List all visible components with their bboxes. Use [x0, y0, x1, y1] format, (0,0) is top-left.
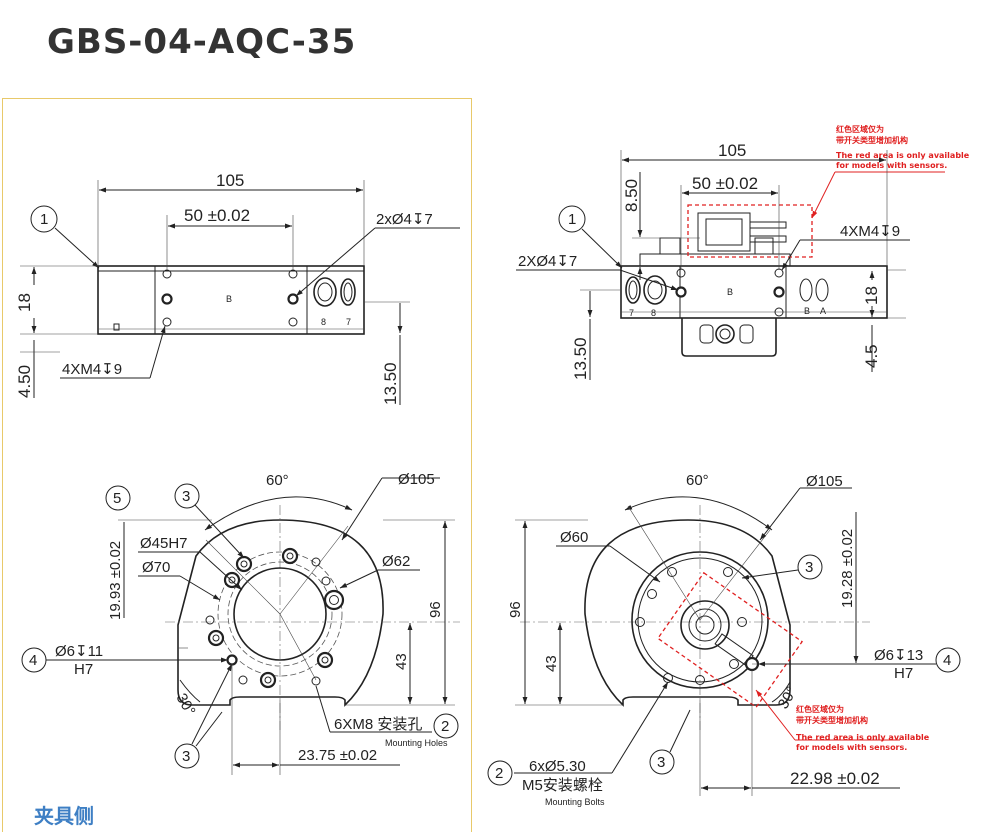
mounting-bolts-label: 6xØ5.30: [529, 758, 586, 775]
dim-angle-bottom: 30°: [173, 691, 199, 719]
pin-fit-label: H7: [74, 661, 93, 678]
pin-holes-label: 2XØ4↧7: [518, 253, 577, 270]
dim-dia-70: Ø70: [142, 559, 170, 576]
callout-2: 2: [495, 765, 503, 782]
callout-3: 3: [182, 488, 190, 505]
dim-dia-62: Ø62: [382, 553, 410, 570]
sensor-note-cn: 带开关类型增加机构: [796, 715, 868, 725]
port-label: B: [804, 306, 810, 316]
dim-offset-left: 13.50: [571, 337, 590, 380]
face-letter: B: [727, 287, 733, 297]
sensor-area-box: [657, 571, 803, 709]
mounting-holes-en: Mounting Holes: [385, 738, 448, 748]
face-letter: B: [226, 294, 232, 304]
callout-4: 4: [943, 652, 951, 669]
mounting-holes-label: 6XM8 安装孔: [334, 716, 422, 733]
side-view-fixture: B 8 7 105 50 ±0.02 2xØ4↧7 1 18 4.50: [15, 171, 460, 405]
dim-offset-right: 13.50: [381, 362, 400, 405]
mounting-bolts-en: Mounting Bolts: [545, 797, 605, 807]
callout-5: 5: [113, 490, 121, 507]
sensor-note-cn: 红色区域仅为: [796, 704, 844, 714]
port-label: 8: [651, 308, 656, 318]
sensor-note-en: for models with sensors.: [836, 161, 947, 170]
dim-2375: 23.75 ±0.02: [298, 747, 377, 764]
dim-width: 105: [216, 171, 244, 190]
callout-3: 3: [657, 754, 665, 771]
port-label: A: [820, 306, 826, 316]
sensor-note-en: The red area is only available: [836, 151, 970, 160]
dim-pitch: 50 ±0.02: [184, 206, 250, 225]
mounting-bolts-cn: M5安装螺栓: [522, 777, 603, 794]
callout-1: 1: [40, 211, 48, 228]
dim-43: 43: [543, 655, 560, 672]
dim-height-top: 8.50: [622, 179, 641, 212]
dim-width: 105: [718, 141, 746, 160]
dim-dia-105: Ø105: [806, 473, 843, 490]
dim-2298: 22.98 ±0.02: [790, 769, 880, 788]
fixture-side-panel: [2, 98, 472, 832]
sensor-note-cn: 带开关类型增加机构: [836, 135, 908, 145]
thread-holes-label: 4XM4↧9: [62, 361, 122, 378]
dim-43: 43: [393, 653, 410, 670]
dim-dia-45: Ø45H7: [140, 535, 188, 552]
dim-dia-60: Ø60: [560, 529, 588, 546]
face-view-robot: 红色区域仅为 带开关类型增加机构 The red area is only av…: [487, 472, 961, 807]
dim-angle-top: 60°: [686, 472, 709, 489]
dim-height: 18: [862, 286, 881, 305]
dim-pitch: 50 ±0.02: [692, 174, 758, 193]
dim-96: 96: [507, 601, 524, 618]
dim-96: 96: [427, 601, 444, 618]
pin-hole-label: Ø6↧11: [55, 643, 103, 660]
dim-1928: 19.28 ±0.02: [839, 529, 856, 608]
dim-height: 18: [15, 293, 34, 312]
pin-fit-label: H7: [894, 665, 913, 682]
pin-holes-label: 2xØ4↧7: [376, 211, 433, 228]
dim-offset-right: 4.5: [862, 344, 881, 368]
sensor-note-cn: 红色区域仅为: [836, 124, 884, 134]
sensor-area-box: [687, 204, 813, 258]
port-label: 8: [321, 317, 326, 327]
pin-hole-label: Ø6↧13: [874, 647, 923, 664]
dim-dia-105: Ø105: [398, 471, 435, 488]
port-label: 7: [346, 317, 351, 327]
fixture-side-label: 夹具侧: [34, 804, 94, 828]
callout-4: 4: [29, 652, 37, 669]
callout-3: 3: [182, 748, 190, 765]
dim-offset-bottom: 4.50: [15, 365, 34, 398]
side-view-robot: 红色区域仅为 带开关类型增加机构 The red area is only av…: [516, 124, 970, 380]
sensor-note-en: The red area is only available: [796, 733, 930, 742]
callout-3: 3: [805, 559, 813, 576]
dim-angle-top: 60°: [266, 472, 289, 489]
port-label: 7: [629, 308, 634, 318]
callout-2: 2: [441, 718, 449, 735]
thread-holes-label: 4XM4↧9: [840, 223, 900, 240]
page-title: GBS-04-AQC-35: [47, 22, 357, 62]
callout-1: 1: [568, 211, 576, 228]
dim-1993: 19.93 ±0.02: [107, 541, 124, 620]
face-view-fixture: 60° Ø105 5 3 19.93 ±0.02 Ø45H7 Ø70 Ø62 9…: [21, 471, 460, 775]
sensor-note-en: for models with sensors.: [796, 743, 907, 752]
